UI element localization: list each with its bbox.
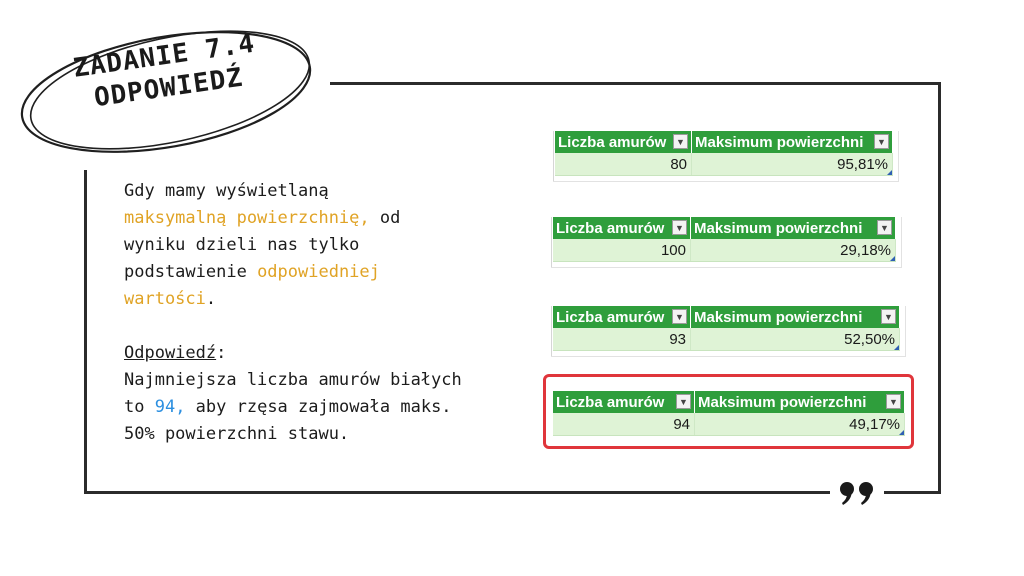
frame-right-line	[938, 82, 941, 494]
cell-maksimum[interactable]: 95,81%	[692, 153, 893, 175]
answer-to: to	[124, 397, 155, 417]
header-label: Maksimum powierzchni	[694, 308, 863, 326]
answer-highlight-box	[543, 374, 914, 449]
p1-highlight-max: maksymalną powierzchnię,	[124, 208, 370, 228]
cell-liczba[interactable]: 93	[553, 328, 691, 350]
header-label: Maksimum powierzchni	[695, 133, 864, 151]
frame-top-line	[330, 82, 941, 85]
cell-maksimum[interactable]: 52,50%	[691, 328, 900, 350]
cell-liczba[interactable]: 100	[553, 239, 691, 261]
cell-maksimum-value: 95,81%	[837, 155, 888, 173]
answer-line1: Najmniejsza liczba amurów białych	[124, 370, 462, 390]
p1-highlight-wartosci: wartości	[124, 289, 206, 309]
answer-line2-rest: aby rzęsa zajmowała maks.	[185, 397, 452, 417]
p1-dot: .	[205, 289, 217, 309]
header-liczba-amurow: Liczba amurów ▼	[553, 391, 695, 413]
frame-bottom-line-left	[84, 491, 830, 494]
header-maksimum-powierzchni: Maksimum powierzchni ▼	[691, 217, 896, 239]
dropdown-arrow-icon[interactable]: ▼	[881, 309, 896, 324]
answer-label: Odpowiedź	[124, 343, 217, 363]
dropdown-arrow-icon[interactable]: ▼	[672, 309, 687, 324]
header-label: Maksimum powierzchni	[698, 393, 867, 411]
excel-table-4: Liczba amurów ▼ Maksimum powierzchni ▼ 9…	[553, 391, 905, 436]
cell-maksimum-value: 52,50%	[844, 330, 895, 348]
header-label: Liczba amurów	[556, 219, 665, 237]
dropdown-arrow-icon[interactable]: ▼	[877, 220, 892, 235]
cell-maksimum[interactable]: 49,17%	[695, 413, 905, 435]
dropdown-arrow-icon[interactable]: ▼	[886, 394, 901, 409]
cell-maksimum-value: 29,18%	[840, 241, 891, 259]
p1-podstawienie: podstawienie	[124, 262, 258, 282]
p1-line1: Gdy mamy wyświetlaną	[124, 181, 329, 201]
cell-maksimum[interactable]: 29,18%	[691, 239, 896, 261]
p1-od: od	[369, 208, 401, 228]
header-liczba-amurow: Liczba amurów ▼	[555, 131, 692, 153]
frame-left-line	[84, 170, 87, 494]
answer-colon: :	[216, 343, 227, 363]
cell-liczba[interactable]: 94	[553, 413, 695, 435]
frame-bottom-line-right	[884, 491, 941, 494]
dropdown-arrow-icon[interactable]: ▼	[874, 134, 889, 149]
header-label: Liczba amurów	[558, 133, 667, 151]
quote-icon	[840, 482, 873, 505]
excel-table-3: Liczba amurów ▼ Maksimum powierzchni ▼ 9…	[551, 306, 906, 357]
badge-ellipse	[20, 30, 312, 153]
p1-line3: wyniku dzieli nas tylko	[124, 235, 360, 255]
header-liczba-amurow: Liczba amurów ▼	[553, 217, 691, 239]
cell-maksimum-value: 49,17%	[849, 415, 900, 433]
p1-highlight-odpowiedniej: odpowiedniej	[257, 262, 380, 282]
dropdown-arrow-icon[interactable]: ▼	[672, 220, 687, 235]
excel-table-2: Liczba amurów ▼ Maksimum powierzchni ▼ 1…	[551, 217, 902, 268]
header-maksimum-powierzchni: Maksimum powierzchni ▼	[691, 306, 900, 328]
header-label: Maksimum powierzchni	[694, 219, 863, 237]
cell-liczba[interactable]: 80	[555, 153, 692, 175]
dropdown-arrow-icon[interactable]: ▼	[676, 394, 691, 409]
answer-value: 94,	[154, 397, 186, 417]
excel-table-1: Liczba amurów ▼ Maksimum powierzchni ▼ 8…	[553, 131, 899, 182]
header-maksimum-powierzchni: Maksimum powierzchni ▼	[692, 131, 893, 153]
explanation-text: Gdy mamy wyświetlaną maksymalną powierzc…	[124, 178, 524, 448]
header-label: Liczba amurów	[556, 308, 665, 326]
header-label: Liczba amurów	[556, 393, 665, 411]
answer-line3: 50% powierzchni stawu.	[124, 424, 350, 444]
header-maksimum-powierzchni: Maksimum powierzchni ▼	[695, 391, 905, 413]
dropdown-arrow-icon[interactable]: ▼	[673, 134, 688, 149]
header-liczba-amurow: Liczba amurów ▼	[553, 306, 691, 328]
